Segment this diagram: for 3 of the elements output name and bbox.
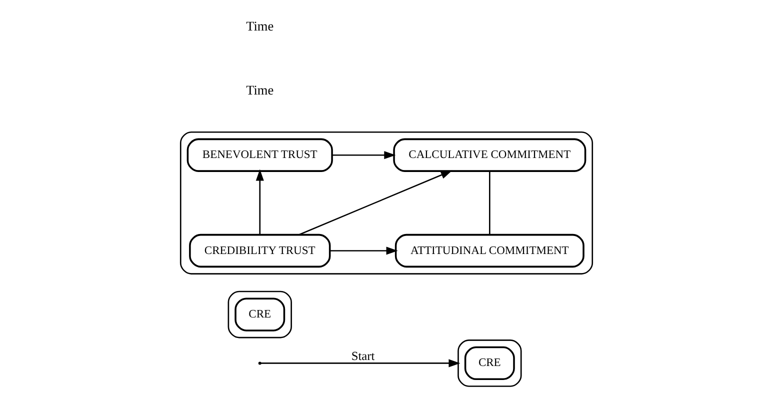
edge-label: Start — [351, 348, 375, 363]
label: Time — [246, 82, 274, 98]
label: Time — [246, 18, 274, 34]
